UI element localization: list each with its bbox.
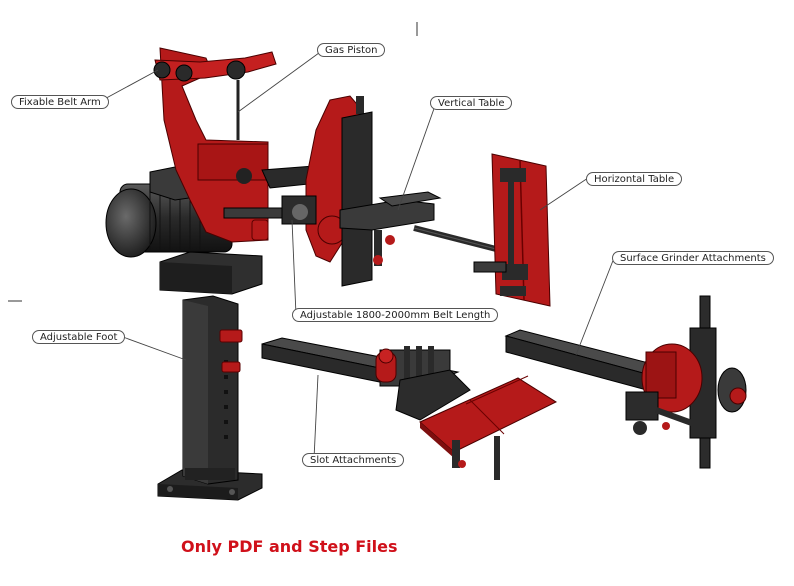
- callout-slot-attachments: Slot Attachments: [302, 453, 405, 467]
- platen-assembly: [223, 95, 501, 287]
- leader-lines: [98, 49, 615, 460]
- leader-vertical-table: [397, 102, 437, 211]
- leader-adjustable-foot: [122, 336, 187, 361]
- leader-surface-grinder: [575, 257, 615, 356]
- horizontal-table-part: [473, 153, 551, 307]
- callout-gas-piston: Gas Piston: [317, 43, 386, 57]
- callout-fixable-belt-arm: Fixable Belt Arm: [11, 95, 109, 109]
- belt-arm-plate: [153, 47, 277, 243]
- slot-attachment-part: [261, 337, 558, 480]
- leader-horizontal-table: [539, 177, 589, 211]
- callout-vertical-table: Vertical Table: [430, 96, 513, 110]
- callout-surface-grinder-attachments: Surface Grinder Attachments: [612, 251, 774, 265]
- leader-belt-length: [291, 219, 297, 316]
- leader-slot-attachments: [313, 374, 319, 460]
- leader-gas-piston: [237, 49, 324, 113]
- file-format-note: Only PDF and Step Files: [181, 537, 398, 556]
- callout-adjustable-foot: Adjustable Foot: [32, 330, 126, 344]
- adjustable-foot: [157, 251, 263, 501]
- callout-horizontal-table: Horizontal Table: [586, 172, 683, 186]
- leader-fixable-belt-arm: [98, 69, 159, 103]
- surface-grinder-part: [504, 295, 747, 469]
- callout-adjustable-belt-length: Adjustable 1800-2000mm Belt Length: [292, 308, 499, 322]
